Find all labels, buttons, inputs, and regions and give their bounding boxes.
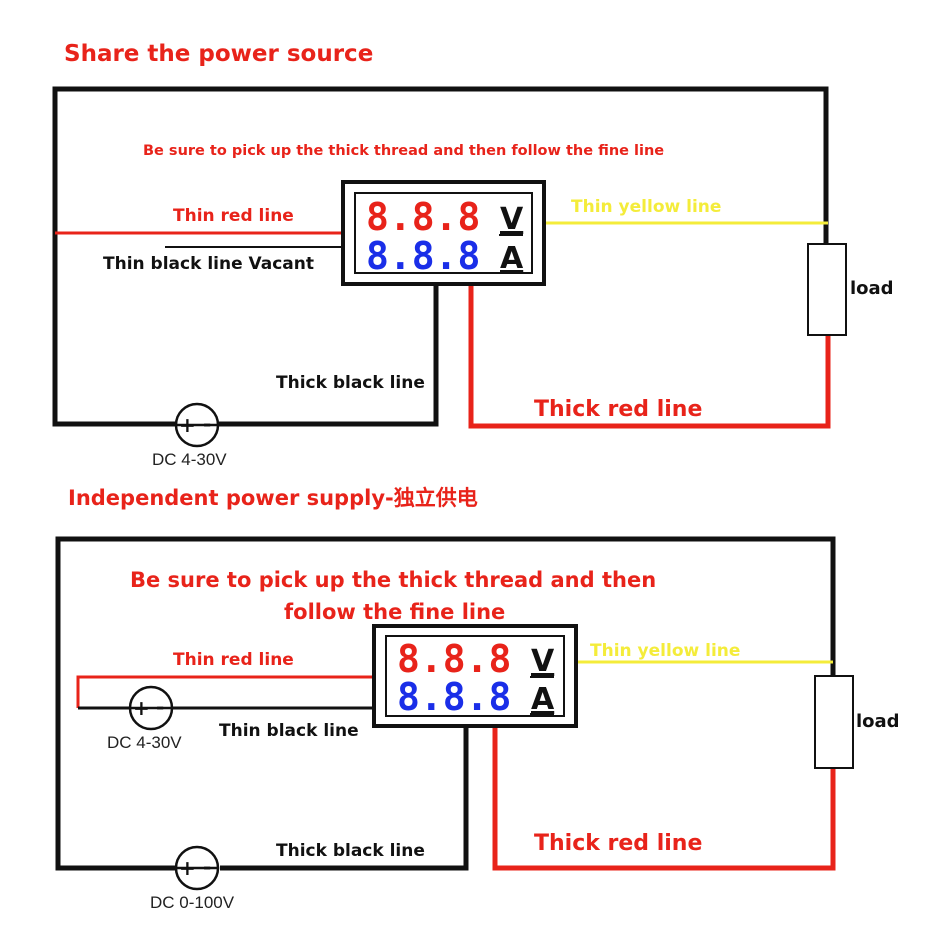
bottom-thick-black-label: Thick black line (276, 841, 425, 861)
bottom-amp-unit: A (531, 682, 555, 717)
svg-text:+: + (179, 856, 196, 880)
bottom-thin-red-wire (76, 675, 374, 708)
top-load-label: load (850, 278, 894, 299)
svg-text:-: - (156, 695, 164, 719)
top-amp-unit: A (500, 241, 524, 276)
top-thick-red-wire (468, 284, 831, 429)
bottom-amp-digits: 8.8.8 (397, 675, 511, 719)
bottom-thin-red-label: Thin red line (173, 650, 294, 670)
bottom-note-line1: Be sure to pick up the thick thread and … (130, 568, 656, 592)
bottom-voltmeter-ammeter: 8.8.8 8.8.8 V A (372, 624, 578, 728)
bottom-load-label: load (856, 711, 900, 732)
bottom-note-line2: follow the fine line (284, 600, 505, 624)
top-amp-digits: 8.8.8 (366, 234, 480, 278)
bottom-small-source-label: DC 4-30V (107, 733, 182, 752)
svg-text:-: - (203, 412, 211, 436)
svg-text:+: + (179, 413, 196, 437)
bottom-thick-red-label: Thick red line (534, 831, 702, 856)
top-thin-black-label: Thin black line Vacant (103, 254, 314, 274)
shared-power-diagram: Share the power source 8.8.8 8.8.8 V A l… (52, 41, 894, 469)
top-thin-yellow-label: Thin yellow line (571, 197, 721, 217)
bottom-load-resistor (814, 675, 854, 769)
top-thick-black-wire (222, 284, 439, 427)
bottom-small-dc-source: + - (128, 685, 174, 731)
top-load-resistor (807, 243, 847, 336)
bottom-thin-black-label: Thin black line (219, 721, 359, 741)
top-thick-black-label: Thick black line (276, 373, 425, 393)
top-volt-digits: 8.8.8 (366, 195, 480, 239)
independent-power-diagram: Independent power supply-独立供电 8.8.8 8.8.… (55, 486, 900, 912)
bottom-thick-red-wire (492, 726, 836, 871)
top-thick-red-label: Thick red line (534, 397, 702, 422)
bottom-main-source-label: DC 0-100V (150, 893, 235, 912)
top-title: Share the power source (64, 41, 373, 67)
bottom-title: Independent power supply-独立供电 (68, 486, 478, 510)
top-outer-black-wire (52, 86, 829, 427)
top-dc-source: + - (174, 402, 220, 448)
svg-text:-: - (203, 855, 211, 879)
bottom-main-dc-source: + - (174, 845, 220, 891)
bottom-volt-unit: V (531, 644, 555, 679)
bottom-thick-black-wire (220, 726, 469, 871)
bottom-thin-yellow-label: Thin yellow line (590, 641, 740, 661)
bottom-outer-black-wire (55, 536, 836, 871)
svg-text:+: + (133, 696, 150, 720)
top-voltmeter-ammeter: 8.8.8 8.8.8 V A (341, 180, 546, 286)
bottom-volt-digits: 8.8.8 (397, 637, 511, 681)
top-note: Be sure to pick up the thick thread and … (143, 143, 664, 159)
top-volt-unit: V (500, 202, 524, 237)
top-source-label: DC 4-30V (152, 450, 227, 469)
top-thin-red-label: Thin red line (173, 206, 294, 226)
